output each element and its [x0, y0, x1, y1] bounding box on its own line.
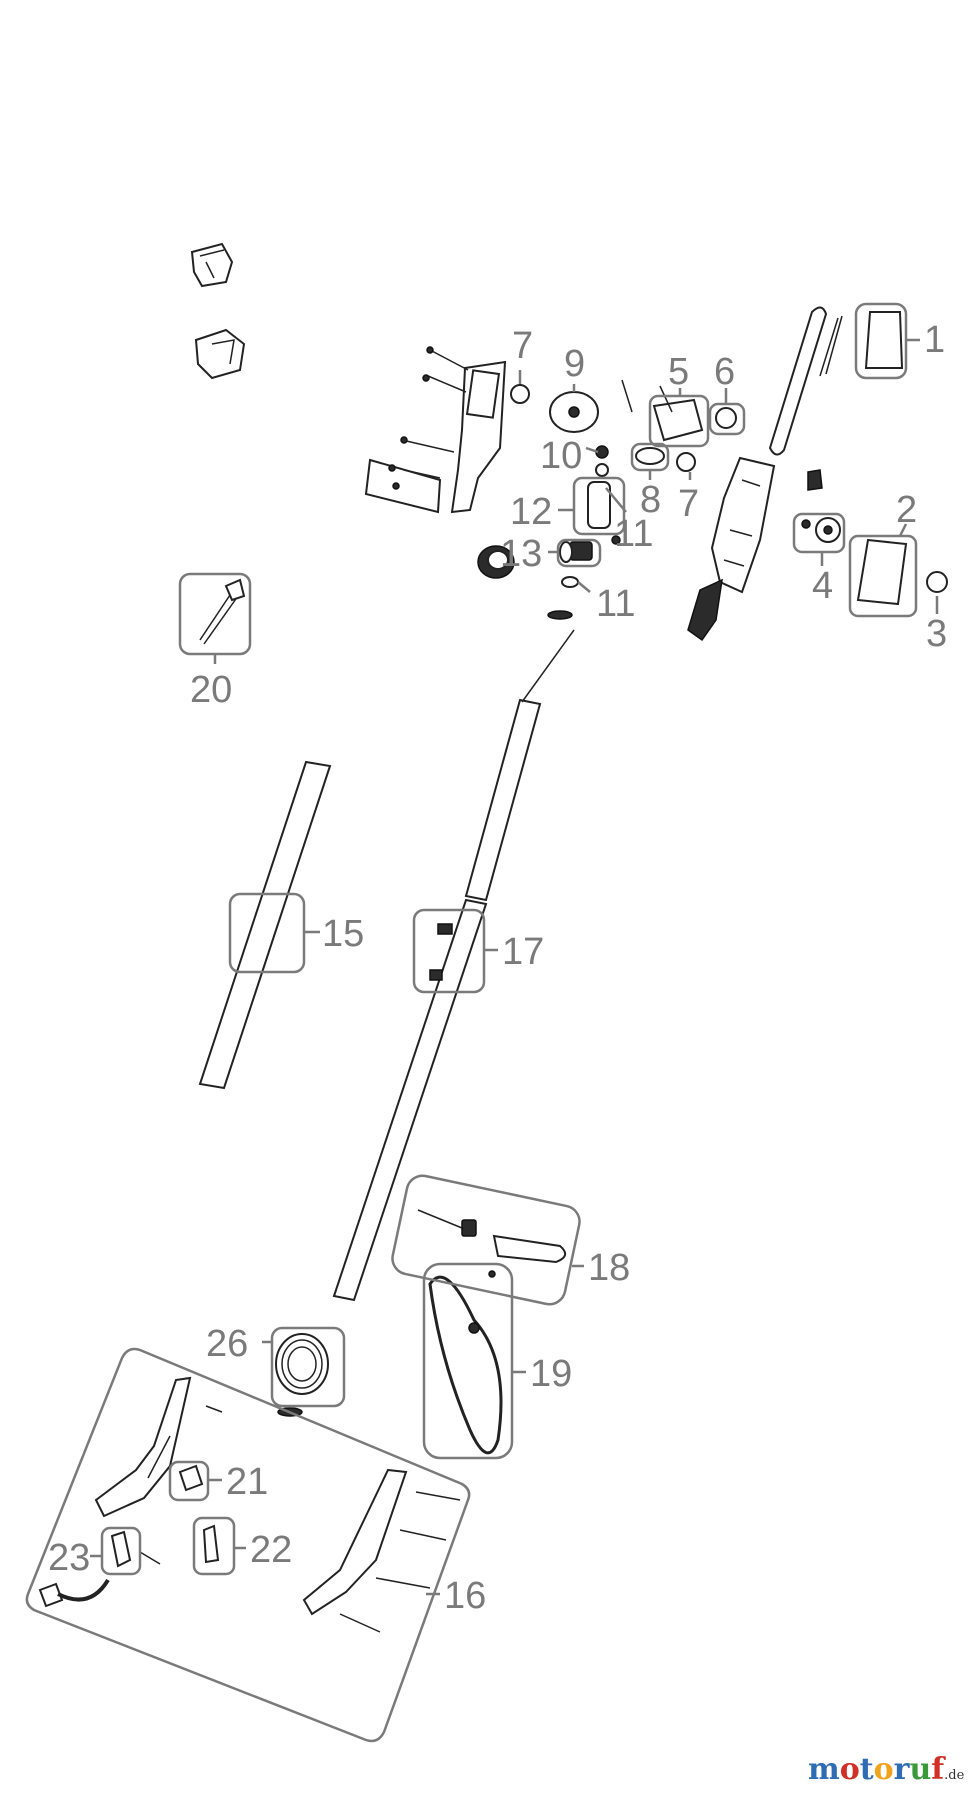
- callout-21: 21: [226, 1461, 268, 1503]
- allen-key-20: [199, 578, 246, 645]
- logo-letter: r: [893, 1752, 910, 1787]
- logo-letter: o: [839, 1752, 860, 1787]
- callout-10: 10: [540, 435, 582, 477]
- logo-letter: t: [859, 1752, 874, 1787]
- pole-clamp-17: [429, 923, 453, 981]
- chain-tensioner-5: [652, 398, 704, 442]
- saw-head-body: [687, 456, 776, 642]
- motoruf-logo: motoruf.de: [808, 1752, 964, 1787]
- sprocket-4: [801, 517, 841, 543]
- logo-letter: u: [909, 1752, 932, 1787]
- chain-cover-1: [864, 311, 904, 369]
- callout-box-2: [848, 534, 918, 618]
- callout-box-23: [100, 1526, 142, 1576]
- logo-letter: f: [931, 1752, 945, 1787]
- washer-8: [635, 447, 665, 465]
- callout-box-12: [572, 476, 626, 536]
- callout-11-upper: 11: [614, 513, 653, 555]
- oil-cap: [807, 469, 823, 491]
- gear-9: [549, 391, 599, 433]
- power-cord-plug: [38, 1578, 110, 1608]
- handle-left-half: [94, 1376, 192, 1518]
- coupling-parts: [547, 445, 621, 620]
- shoulder-strap-19: [428, 1275, 503, 1455]
- pole-lower: [332, 898, 488, 1302]
- strap-buckle: [468, 1322, 480, 1334]
- cable-guide-22: [202, 1524, 220, 1564]
- callout-23: 23: [48, 1537, 90, 1579]
- washer-7-left: [510, 384, 530, 404]
- logo-letter: m: [808, 1752, 840, 1787]
- callout-18: 18: [588, 1247, 630, 1289]
- callout-box-4: [792, 512, 846, 554]
- pole-upper: [464, 698, 542, 902]
- spare-clamp-part-b: [194, 328, 246, 380]
- pole-axis-line: [521, 629, 575, 703]
- callout-box-19: [422, 1262, 514, 1460]
- callout-box-18: [391, 1174, 581, 1306]
- callout-26: 26: [206, 1323, 248, 1365]
- grip-collar: [477, 545, 515, 579]
- callout-11-lower: 11: [596, 583, 635, 625]
- nut-7-right: [676, 452, 696, 472]
- callout-9: 9: [564, 343, 585, 385]
- logo-letter: o: [873, 1752, 894, 1787]
- screw-small: [205, 1405, 223, 1413]
- extension-tube-15: [198, 760, 332, 1090]
- callout-15: 15: [322, 913, 364, 955]
- cable-coil-26: [275, 1333, 329, 1417]
- callout-2: 2: [896, 489, 917, 531]
- callout-5: 5: [668, 351, 689, 393]
- callout-box-22: [192, 1516, 236, 1576]
- callout-22: 22: [250, 1529, 292, 1571]
- callout-6: 6: [714, 351, 735, 393]
- switch-assembly-18: [417, 1209, 567, 1278]
- callout-16: 16: [444, 1575, 486, 1617]
- motor-housing: [364, 346, 507, 514]
- callout-13: 13: [500, 533, 542, 575]
- handle-right-half: [302, 1468, 461, 1633]
- strain-relief-23: [110, 1530, 161, 1568]
- callout-17: 17: [502, 931, 544, 973]
- logo-tld: .de: [944, 1768, 965, 1783]
- cable-clamp-21: [178, 1464, 204, 1492]
- guide-bar: [768, 306, 843, 456]
- spare-clamp-part-a: [190, 242, 234, 288]
- callout-4: 4: [812, 565, 833, 607]
- callout-8: 8: [640, 479, 661, 521]
- callout-box-16: [25, 1347, 471, 1743]
- callout-7-left: 7: [512, 325, 533, 367]
- callout-19: 19: [530, 1353, 572, 1395]
- sprocket-cover-2: [856, 538, 908, 606]
- callout-1: 1: [924, 319, 945, 361]
- callout-7-right: 7: [678, 483, 699, 525]
- pin: [621, 379, 673, 413]
- knob-3: [926, 571, 948, 593]
- callout-3: 3: [926, 613, 947, 655]
- nut-6: [715, 407, 737, 429]
- callout-12: 12: [510, 491, 552, 533]
- callout-20: 20: [190, 669, 232, 711]
- callout-box-26: [270, 1326, 346, 1408]
